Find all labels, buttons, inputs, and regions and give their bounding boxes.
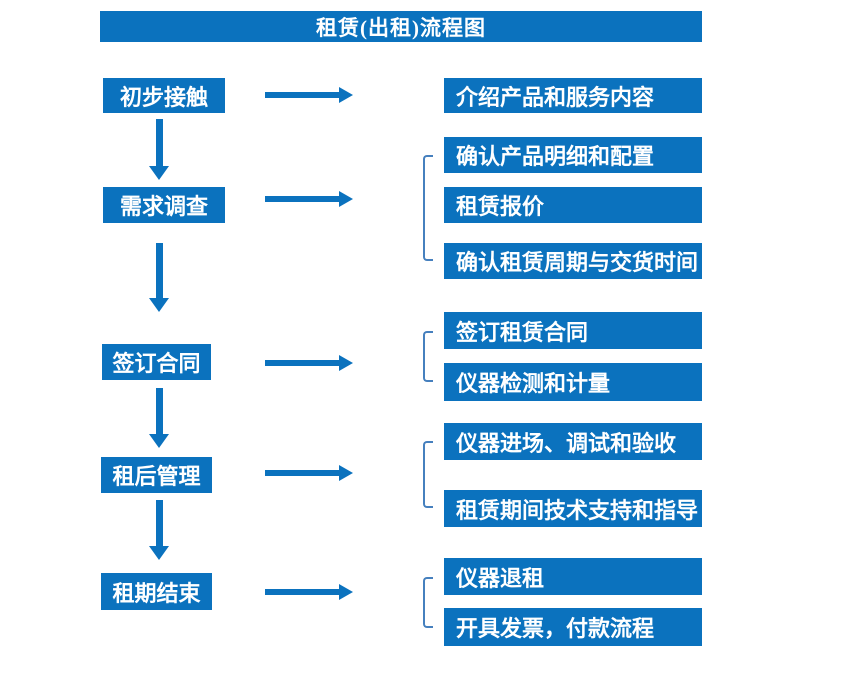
bracket-group-sign-contract bbox=[423, 331, 433, 382]
right-arrow-2-icon bbox=[265, 191, 353, 207]
detail-box-instrument-return: 仪器退租 bbox=[444, 558, 702, 595]
step-box-demand-survey: 需求调查 bbox=[103, 187, 225, 223]
detail-box-sign-rental-contract: 签订租赁合同 bbox=[444, 312, 702, 349]
detail-box-instrument-setup-acceptance: 仪器进场、调试和验收 bbox=[444, 423, 702, 460]
right-arrow-3-icon bbox=[265, 355, 353, 371]
bracket-group-lease-end bbox=[423, 577, 433, 628]
down-arrow-1-icon bbox=[149, 119, 169, 180]
detail-box-technical-support: 租赁期间技术支持和指导 bbox=[444, 490, 702, 527]
down-arrow-3-icon bbox=[149, 388, 169, 448]
step-box-lease-end: 租期结束 bbox=[101, 573, 212, 610]
right-arrow-1-icon bbox=[265, 87, 353, 103]
step-box-post-rental-management: 租后管理 bbox=[101, 457, 212, 493]
down-arrow-4-icon bbox=[149, 500, 169, 560]
detail-box-introduce-products: 介绍产品和服务内容 bbox=[444, 78, 702, 113]
flowchart-title: 租赁(出租)流程图 bbox=[100, 11, 702, 42]
step-box-initial-contact: 初步接触 bbox=[103, 78, 225, 113]
right-arrow-4-icon bbox=[265, 465, 353, 481]
detail-box-rental-quote: 租赁报价 bbox=[444, 187, 702, 223]
detail-box-instrument-inspection: 仪器检测和计量 bbox=[444, 363, 702, 401]
detail-box-confirm-rental-period: 确认租赁周期与交货时间 bbox=[444, 243, 702, 279]
down-arrow-2-icon bbox=[149, 243, 169, 312]
bracket-group-demand-survey bbox=[423, 155, 433, 261]
step-box-sign-contract: 签订合同 bbox=[102, 344, 211, 380]
detail-box-confirm-product-details: 确认产品明细和配置 bbox=[444, 137, 702, 173]
detail-box-invoice-payment: 开具发票，付款流程 bbox=[444, 608, 702, 646]
bracket-group-post-rental bbox=[423, 441, 433, 508]
right-arrow-5-icon bbox=[265, 584, 353, 600]
